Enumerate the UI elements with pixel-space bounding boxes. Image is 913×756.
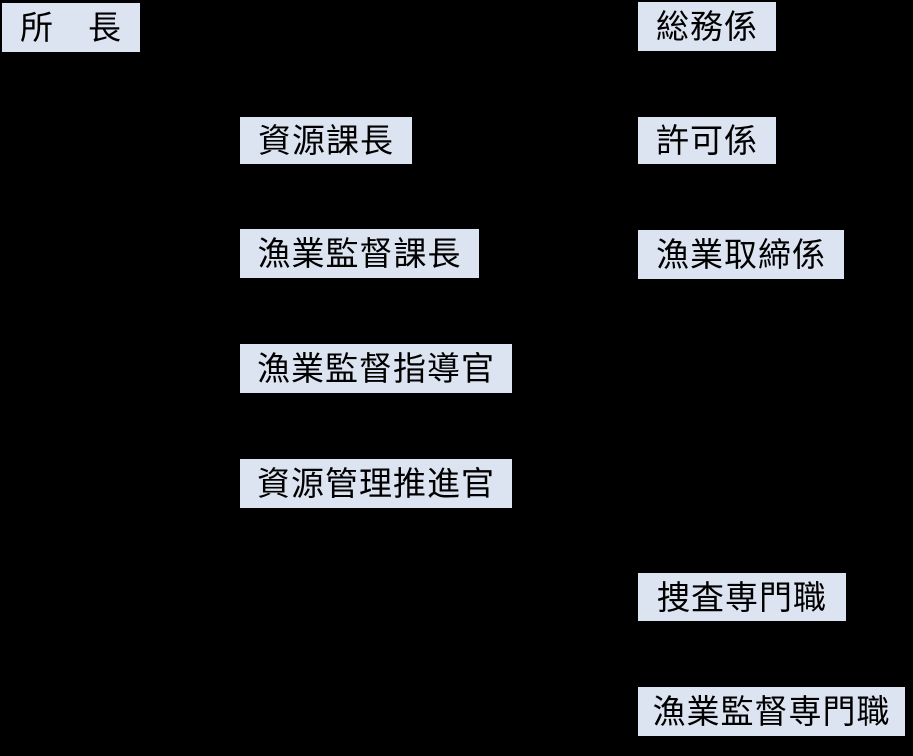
org-node-fisheries-supervision-guidance-officer: 漁業監督指導官	[240, 344, 512, 393]
org-node-fisheries-control-section: 漁業取締係	[638, 230, 844, 279]
org-node-director: 所 長	[2, 3, 140, 52]
org-node-general-affairs-section: 総務係	[638, 2, 776, 51]
org-node-permit-section: 許可係	[638, 117, 776, 164]
org-node-resources-section-chief: 資源課長	[240, 117, 412, 164]
org-node-investigation-specialist: 捜査専門職	[638, 573, 846, 621]
org-node-fisheries-supervision-section-chief: 漁業監督課長	[240, 229, 479, 278]
org-node-resource-management-promotion-officer: 資源管理推進官	[240, 459, 512, 508]
org-node-fisheries-supervision-specialist: 漁業監督専門職	[638, 687, 905, 736]
